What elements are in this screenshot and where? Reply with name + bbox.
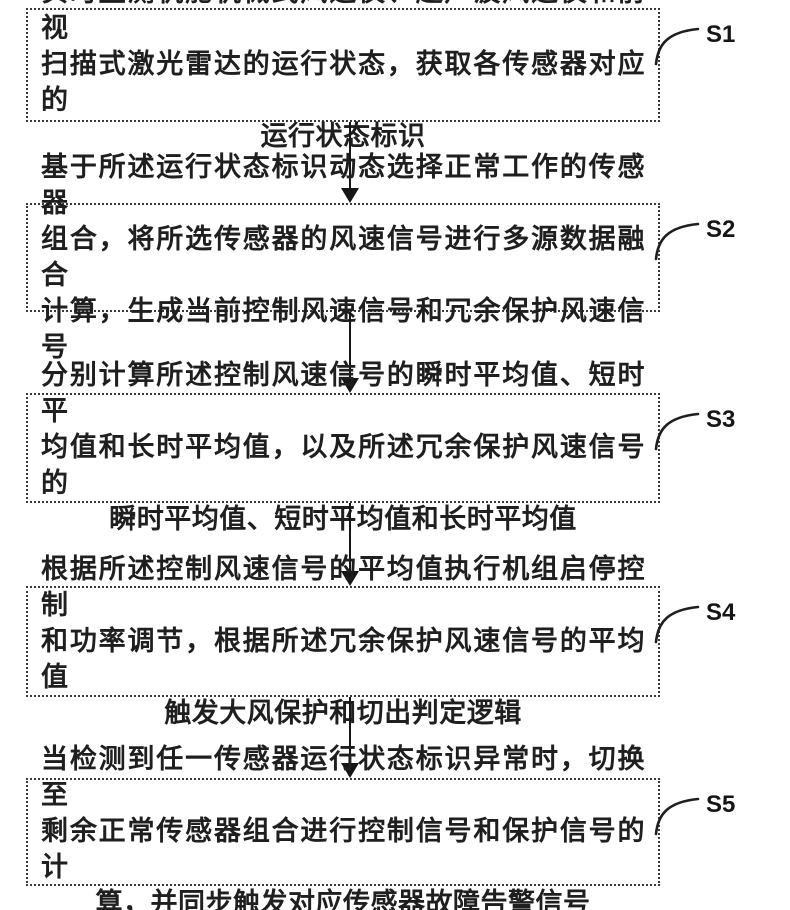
step-s1-line-1: 实时监测机舱机械式风速仪、超声波风速仪和前视 [41,0,645,44]
step-s5-line-1: 当检测到任一传感器运行状态标识异常时，切换至 [41,744,645,811]
flow-arrow-icon [340,697,360,778]
step-box-s1: 实时监测机舱机械式风速仪、超声波风速仪和前视 扫描式激光雷达的运行状态，获取各传… [26,0,660,152]
step-s2-line-3: 计算，生成当前控制风速信号和冗余保护风速信号 [41,295,645,363]
step-s3-label: S3 [706,406,736,433]
step-s4-label-connector [654,605,700,644]
step-s4-line-3: 触发大风保护和切出判定逻辑 [164,697,522,729]
step-s2-line-1: 基于所述运行状态标识动态选择正常工作的传感器 [41,151,645,219]
step-s3-line-1: 分别计算所述控制风速信号的瞬时平均值、短时平 [41,360,645,427]
step-s3-line-3: 瞬时平均值、短时平均值和长时平均值 [109,504,577,535]
arrow-head [341,188,359,203]
step-s2-label-connector [654,222,700,261]
step-s1-label-connector [654,27,700,66]
step-s4-line-1: 根据所述控制风速信号的平均值执行机组启停控制 [41,553,645,621]
step-s3-label-connector [654,412,700,451]
flow-arrow-icon [340,503,360,586]
step-s5-label: S5 [706,791,736,818]
step-s5-line-3: 算，并同步触发对应传感器故障告警信号 [95,888,591,910]
step-box-s4: 根据所述控制风速信号的平均值执行机组启停控制 和功率调节，根据所述冗余保护风速信… [26,554,660,729]
arrow-head [341,763,359,778]
step-s4-label: S4 [706,599,736,626]
step-s2-label: S2 [706,216,736,243]
step-s5-line-2: 剩余正常传感器组合进行控制信号和保护信号的计 [41,816,645,883]
step-box-s2: 基于所述运行状态标识动态选择正常工作的传感器 组合，将所选传感器的风速信号进行多… [26,152,660,363]
arrow-head [341,571,359,586]
arrow-shaft [349,697,351,765]
flow-arrow-icon [340,122,360,203]
step-s3-line-2: 均值和长时平均值，以及所述冗余保护风速信号的 [41,432,645,499]
arrow-head [341,378,359,393]
step-s5-label-connector [654,797,700,836]
arrow-shaft [349,122,351,190]
arrow-shaft [349,312,351,380]
step-s4-line-2: 和功率调节，根据所述冗余保护风速信号的平均值 [41,625,645,693]
step-s1-label: S1 [706,21,736,48]
step-s1-line-2: 扫描式激光雷达的运行状态，获取各传感器对应的 [41,49,645,116]
step-box-s5: 当检测到任一传感器运行状态标识异常时，切换至 剩余正常传感器组合进行控制信号和保… [26,744,660,910]
step-box-s3: 分别计算所述控制风速信号的瞬时平均值、短时平 均值和长时平均值，以及所述冗余保护… [26,360,660,535]
flow-arrow-icon [340,312,360,393]
arrow-shaft [349,503,351,573]
step-s2-line-2: 组合，将所选传感器的风速信号进行多源数据融合 [41,223,645,291]
step-s1-line-3: 运行状态标识 [260,121,426,152]
